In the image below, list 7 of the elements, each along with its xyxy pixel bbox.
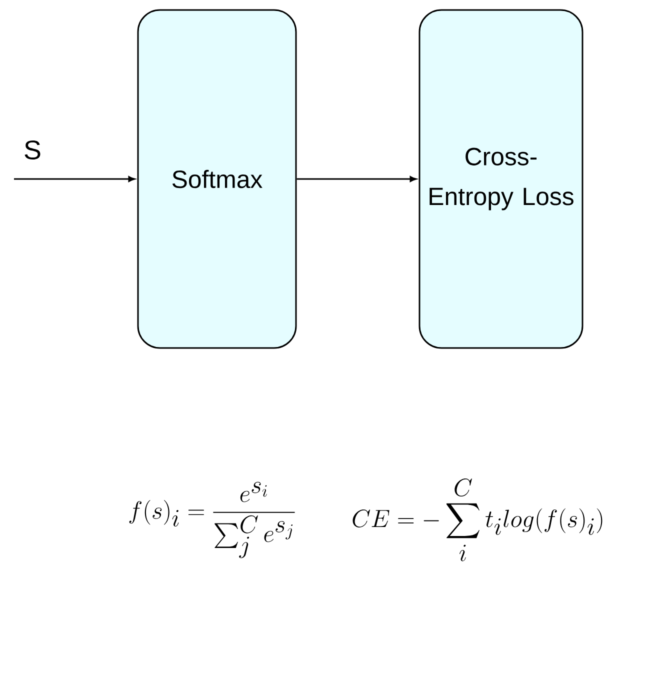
process-box: Cross-Entropy Loss bbox=[418, 9, 584, 349]
arrow bbox=[14, 176, 135, 182]
arrow bbox=[296, 176, 416, 182]
formula: $f(s)_i = \frac{e^{s_i}}{\sum_j^C e^{s_j}}$ bbox=[129, 482, 295, 558]
process-box: Softmax bbox=[137, 9, 297, 349]
formula: $CE = -\sum_i^C t_i log(f(s)_i)$ bbox=[352, 478, 602, 562]
edge-label: S bbox=[24, 140, 40, 160]
